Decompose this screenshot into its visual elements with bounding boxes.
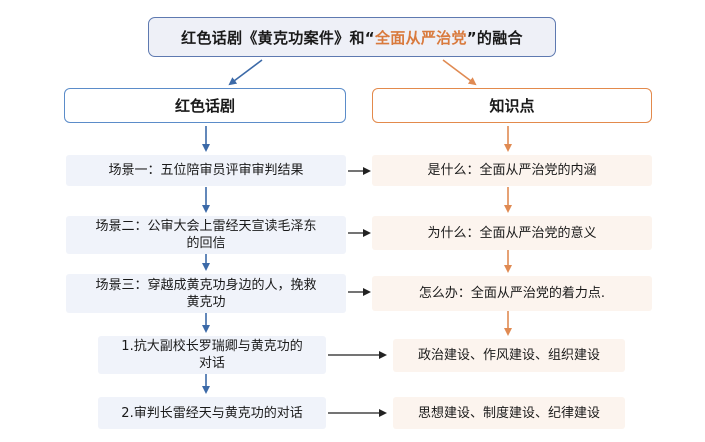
right-item-2: 为什么：全面从严治党的意义 bbox=[372, 216, 652, 250]
arrow-title-to-right bbox=[442, 59, 477, 86]
left-item-1-line1: 场景一：五位陪审员评审审判结果 bbox=[108, 163, 304, 178]
left-item-5-line1: 2.审判长雷经天与黄克功的对话 bbox=[121, 405, 303, 421]
diagram-title: 红色话剧《黄克功案件》和“全面从严治党”的融合 bbox=[148, 17, 556, 57]
right-item-5: 思想建设、制度建设、纪律建设 bbox=[393, 397, 625, 429]
title-highlight: 全面从严治党 bbox=[374, 28, 467, 47]
left-header: 红色话剧 bbox=[64, 88, 346, 123]
left-item-3: 场景三：穿越成黄克功身边的人，挽救黄克功 bbox=[66, 274, 346, 313]
right-item-4: 政治建设、作风建设、组织建设 bbox=[393, 339, 625, 372]
right-item-1: 是什么：全面从严治党的内涵 bbox=[372, 155, 652, 186]
left-item-4-line1: 1.抗大副校长罗瑞卿与黄克功的 bbox=[121, 339, 303, 354]
left-item-1: 场景一：五位陪审员评审审判结果 bbox=[66, 155, 346, 186]
left-item-5: 2.审判长雷经天与黄克功的对话 bbox=[98, 397, 326, 429]
left-item-3-line1: 场景三：穿越成黄克功身边的人，挽救 bbox=[95, 277, 317, 293]
left-item-4-line2: 对话 bbox=[198, 356, 225, 371]
arrow-title-to-left bbox=[228, 59, 263, 86]
left-item-4: 1.抗大副校长罗瑞卿与黄克功的对话 bbox=[98, 336, 326, 374]
right-item-3: 怎么办：全面从严治党的着力点. bbox=[372, 276, 652, 311]
title-suffix: ”的融合 bbox=[466, 28, 523, 47]
left-item-2-line1: 场景二：公审大会上雷经天宣读毛泽东 bbox=[95, 219, 317, 234]
left-item-3-line2: 黄克功 bbox=[186, 294, 226, 310]
right-header: 知识点 bbox=[372, 88, 652, 123]
left-item-2-line2: 的回信 bbox=[186, 236, 226, 251]
left-item-2: 场景二：公审大会上雷经天宣读毛泽东的回信 bbox=[66, 216, 346, 254]
title-prefix: 红色话剧《黄克功案件》和“ bbox=[181, 28, 375, 47]
